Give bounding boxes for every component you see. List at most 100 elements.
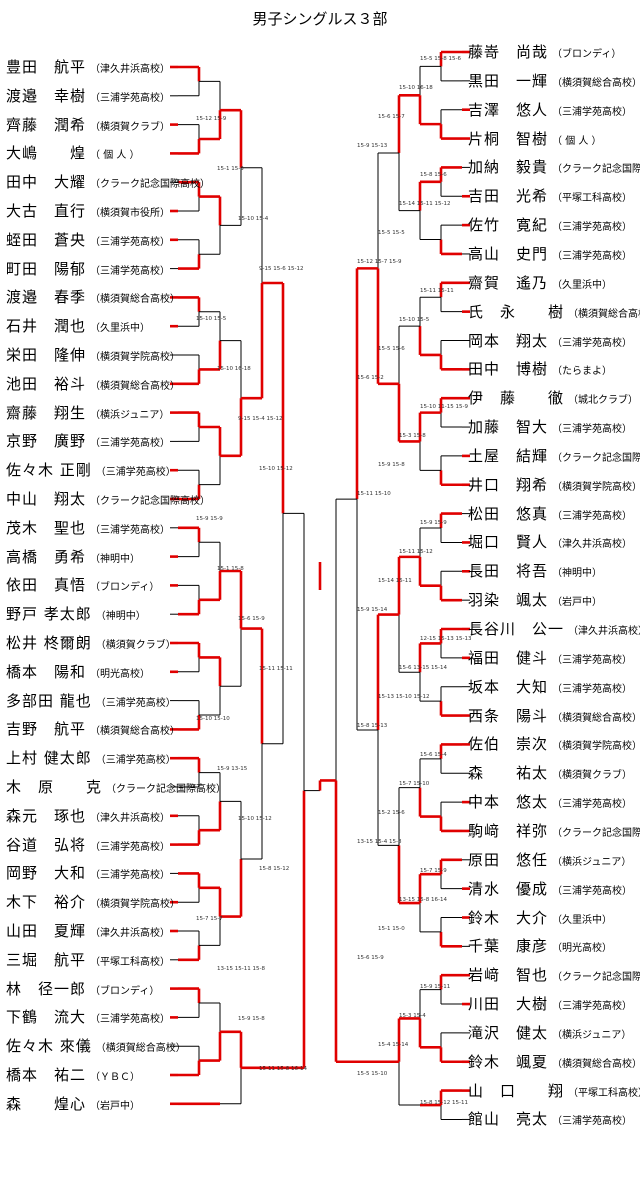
right-player-entry: 佐伯 崇次（横須賀学院高校） [468,734,640,754]
player-club: （横須賀クラブ） [95,640,176,651]
match-score: 13-15 15-4 15-8 [357,839,402,845]
player-club: （横浜ジュニア） [90,409,170,421]
player-name: 長田 将吾 [468,562,549,581]
player-club: （津久井浜高校） [568,626,640,637]
player-name: 田中 大耀 [6,173,87,192]
player-club: （横須賀学院高校） [552,741,640,753]
left-player-entry: 岡野 大和（三浦学苑高校） [6,863,176,883]
player-name: 鈴木 颯夏 [468,1052,549,1071]
player-name: 渡邉 幸樹 [6,86,87,105]
left-player-entry: 山田 夏輝（津久井浜高校） [6,921,176,941]
match-score: 12-15 15-13 15-13 [420,636,472,642]
player-name: 土屋 結輝 [468,446,549,465]
player-club: （横浜ジュニア） [552,1029,632,1041]
match-score: 15-5 15-10 [357,1071,388,1077]
player-name: 藤嵜 尚哉 [468,43,549,61]
player-name: 齋藤 翔生 [6,403,87,422]
match-score: 15-6 15-9 [238,616,265,622]
match-score: 15-3 15-8 [399,433,426,439]
player-name: 中本 悠太 [468,793,549,812]
right-player-entry: 駒﨑 祥弥（クラーク記念国際高校） [468,821,640,841]
right-player-entry: 羽染 颯太（岩戸中） [468,590,638,610]
player-name: 森元 琢也 [6,806,87,825]
match-score: 15-7 15-10 [399,781,430,787]
match-score: 15-4 15-14 [378,1042,409,1048]
left-player-entry: 石井 潤也（久里浜中） [6,316,176,336]
match-score: 15-9 15-8 [378,462,405,468]
match-score: 15-9 15-14 [357,607,388,613]
right-player-entry: 吉田 光希（平塚工科高校） [468,186,638,206]
player-club: （たらまよ） [552,366,613,378]
player-name: 松井 柊爾朗 [6,634,92,652]
player-name: 岩﨑 智也 [468,966,549,985]
left-player-entry: 多部田 龍也（三浦学苑高校） [6,691,176,711]
player-club: （三浦学苑高校） [90,524,171,536]
player-name: 黒田 一輝 [468,71,549,90]
left-player-entry: 依田 真悟（ブロンディ） [6,575,176,595]
player-name: 清水 優成 [468,879,549,898]
player-club: （三浦学苑高校） [552,424,633,436]
match-score: 9-15 15-4 15-12 [238,416,282,422]
match-score: 15-8 15-12 [259,866,289,872]
player-club: （三浦学苑高校） [90,236,171,248]
right-player-entry: 原田 悠任（横浜ジュニア） [468,850,638,870]
player-name: 駒﨑 祥弥 [468,821,549,840]
player-name: 蛭田 蒼央 [6,230,87,249]
player-club: （ブロンディ） [90,985,160,997]
player-club: （津久井浜高校） [90,64,171,75]
player-name: 谷道 弘将 [6,835,87,854]
match-score: 15-11 15-8 16-14 [259,1066,307,1072]
player-club: （クラーク記念国際高校） [90,179,211,191]
left-player-entry: 蛭田 蒼央（三浦学苑高校） [6,230,176,250]
player-name: 伊 藤 徹 [468,389,565,408]
match-score: 15-7 15-9 [420,868,447,874]
player-club: （横須賀総合高校） [568,308,640,320]
player-club: （クラーク記念国際高校） [552,452,640,464]
player-club: （久里浜中） [90,323,151,335]
player-name: 木 原 克 [6,778,103,796]
right-player-entry: 氏 永 樹（横須賀総合高校） [468,302,640,322]
match-score: 15-13 15-10 15-12 [378,694,429,700]
player-name: 渡邉 春季 [6,288,87,307]
right-player-entry: 土屋 結輝（クラーク記念国際高校） [468,446,640,466]
player-club: （津久井浜高校） [552,539,633,551]
player-club: （三浦学苑高校） [552,337,633,349]
match-score: 15-6 13-15 15-14 [399,665,447,671]
match-score: 15-6 15-2 [357,375,384,381]
match-score: 9-15 15-6 15-12 [259,266,303,272]
player-name: 橋本 陽和 [6,662,87,681]
match-score: 15-10 15-10 [196,716,230,722]
player-name: 岡本 翔太 [468,331,549,350]
left-player-entry: 大古 直行（横須賀市役所） [6,201,176,221]
match-score: 15-10 15-12 [259,466,293,472]
match-score: 15-14 15-11 [378,578,412,584]
match-score: 15-14 15-11 15-12 [399,201,450,207]
match-score: 15-2 15-6 [378,810,405,816]
player-club: （三浦学苑高校） [95,467,176,479]
player-club: （横須賀総合高校） [552,77,640,89]
left-player-entry: 町田 陽郁（三浦学苑高校） [6,259,176,279]
left-player-entry: 下鶴 流大（三浦学苑高校） [6,1007,176,1027]
player-name: 長谷川 公一 [468,620,565,638]
right-player-entry: 西条 陽斗（横須賀総合高校） [468,706,640,726]
left-player-entry: 上村 健太郎（三浦学苑高校） [6,748,176,768]
player-name: 堀口 賢人 [468,533,549,552]
match-score: 15-6 15-4 [420,752,447,758]
player-club: （明光高校） [552,943,613,955]
left-player-entry: 木下 裕介（横須賀学院高校） [6,892,180,912]
left-player-entry: 茂木 聖也（三浦学苑高校） [6,518,176,538]
left-player-entry: 橋本 祐二（ＹＢＣ） [6,1065,176,1085]
player-name: 木下 裕介 [6,893,87,912]
right-player-entry: 清水 優成（三浦学苑高校） [468,879,638,899]
left-player-entry: 森元 琢也（津久井浜高校） [6,806,176,826]
right-player-entry: 松田 悠真（三浦学苑高校） [468,504,638,524]
right-player-entry: 福田 健斗（三浦学苑高校） [468,648,638,668]
right-player-entry: 中本 悠太（三浦学苑高校） [468,792,638,812]
match-score: 15-10 16-18 [399,85,433,91]
player-club: （横須賀総合高校） [90,726,181,738]
match-score: 15-11 15-11 [259,666,293,672]
match-score: 15-6 15-9 [357,955,384,961]
player-name: 多部田 龍也 [6,691,92,710]
right-player-entry: 加納 毅貴（クラーク記念国際高校） [468,157,640,177]
left-player-entry: 田中 大耀（クラーク記念国際高校） [6,172,210,192]
